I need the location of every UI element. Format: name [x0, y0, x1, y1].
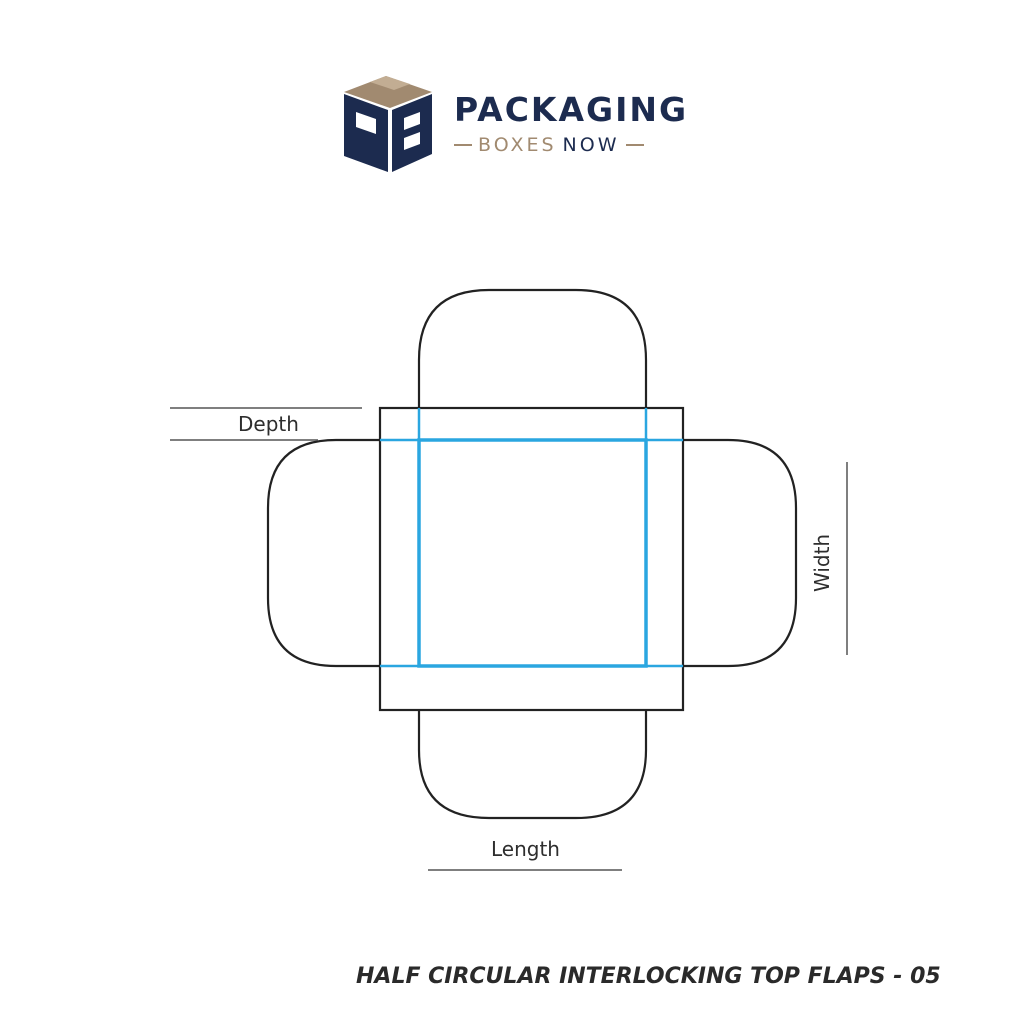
brand-name-line2: BOXES NOW: [454, 134, 680, 156]
logo-left-face: [344, 94, 388, 172]
right-flap-outline: [683, 438, 798, 668]
diagram-caption: HALF CIRCULAR INTERLOCKING TOP FLAPS - 0…: [356, 964, 941, 989]
left-flap-outline: [266, 438, 380, 668]
logo-top-face-light: [370, 76, 410, 90]
top-flap-outline: [417, 288, 648, 408]
logo-p-counter: [356, 112, 376, 134]
brand-boxes-text: BOXES: [478, 134, 557, 156]
length-label: Length: [491, 837, 560, 861]
logo-b-counter-top: [404, 112, 420, 130]
brand-dash-right: [625, 144, 644, 146]
bottom-flap-outline: [417, 710, 648, 820]
logo-right-face: [392, 94, 432, 172]
brand-dash-left: [454, 144, 472, 146]
brand-name-line1: PACKAGING: [454, 90, 689, 129]
width-label: Width: [810, 534, 834, 592]
pb-box-logo-icon: [344, 76, 432, 172]
brand-now-text: NOW: [562, 134, 620, 156]
logo-top-face: [344, 76, 432, 108]
base-fold-lines: [417, 438, 648, 668]
brand-logo: PACKAGING BOXES NOW: [340, 72, 690, 176]
logo-b-counter-bottom: [404, 132, 420, 150]
outer-panel-outline: [378, 406, 685, 712]
depth-label: Depth: [238, 412, 299, 436]
